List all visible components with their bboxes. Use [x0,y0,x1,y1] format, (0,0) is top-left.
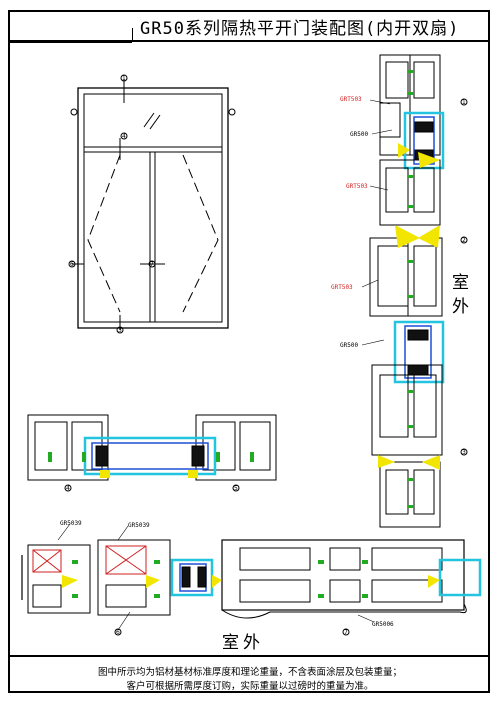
svg-text:7: 7 [344,629,348,636]
horizontal-section-bottom: 6 7 [21,523,482,636]
horizontal-section-middle: 4 5 [27,414,277,492]
outdoor-label-vertical-bottom: 外 [452,297,469,317]
note-line-2: 客户可根据所需厚度订购，实际重量以过磅时的重量为准。 [126,681,374,692]
profile-label: GRT503 [331,284,353,291]
gasket-group [378,143,440,470]
bottom-profile-labels: GR5039 GR5039 GR5006 [60,520,394,628]
title-divider [132,28,133,42]
svg-text:4: 4 [122,133,126,140]
svg-text:4: 4 [66,485,70,492]
profile-label: GR5039 [128,522,150,529]
note-line-1: 图中所示均为铝材基材标准厚度和理论重量，不含表面涂层及包装重量； [97,667,402,678]
svg-text:3: 3 [118,327,122,334]
section-marker-group [68,74,236,334]
outdoor-label-vertical-top: 室 [452,273,469,293]
elevation-section-numbers: 1 4 6 7 3 [70,75,154,334]
outdoor-label: 室外 [222,633,264,653]
door-elevation: 1 4 6 7 3 [68,74,236,334]
thermal-break-group [408,70,414,508]
svg-text:6: 6 [116,629,120,636]
svg-text:5: 5 [234,485,238,492]
profile-label: GR5006 [372,621,394,628]
drawing-title: GR50系列隔热平开门装配图(内开双扇) [140,19,460,39]
svg-text:2: 2 [462,237,466,244]
svg-text:1: 1 [462,99,466,106]
svg-text:6: 6 [70,261,74,268]
svg-text:3: 3 [462,449,466,456]
profile-label: GRT503 [346,183,368,190]
profile-label: GR500 [350,131,368,138]
right-profile-labels: GRT503 GR500 GRT503 GRT503 GR500 [331,96,368,349]
profile-label: GR500 [340,342,358,349]
vertical-section-column: 1 2 3 [361,54,468,528]
profile-label: GRT503 [340,96,362,103]
title-underline [8,42,132,43]
svg-text:7: 7 [150,261,154,268]
title-block [8,10,490,42]
drawing-border [8,10,490,693]
notes-block [8,655,490,693]
profile-label: GR5039 [60,520,82,527]
svg-text:1: 1 [122,75,126,82]
